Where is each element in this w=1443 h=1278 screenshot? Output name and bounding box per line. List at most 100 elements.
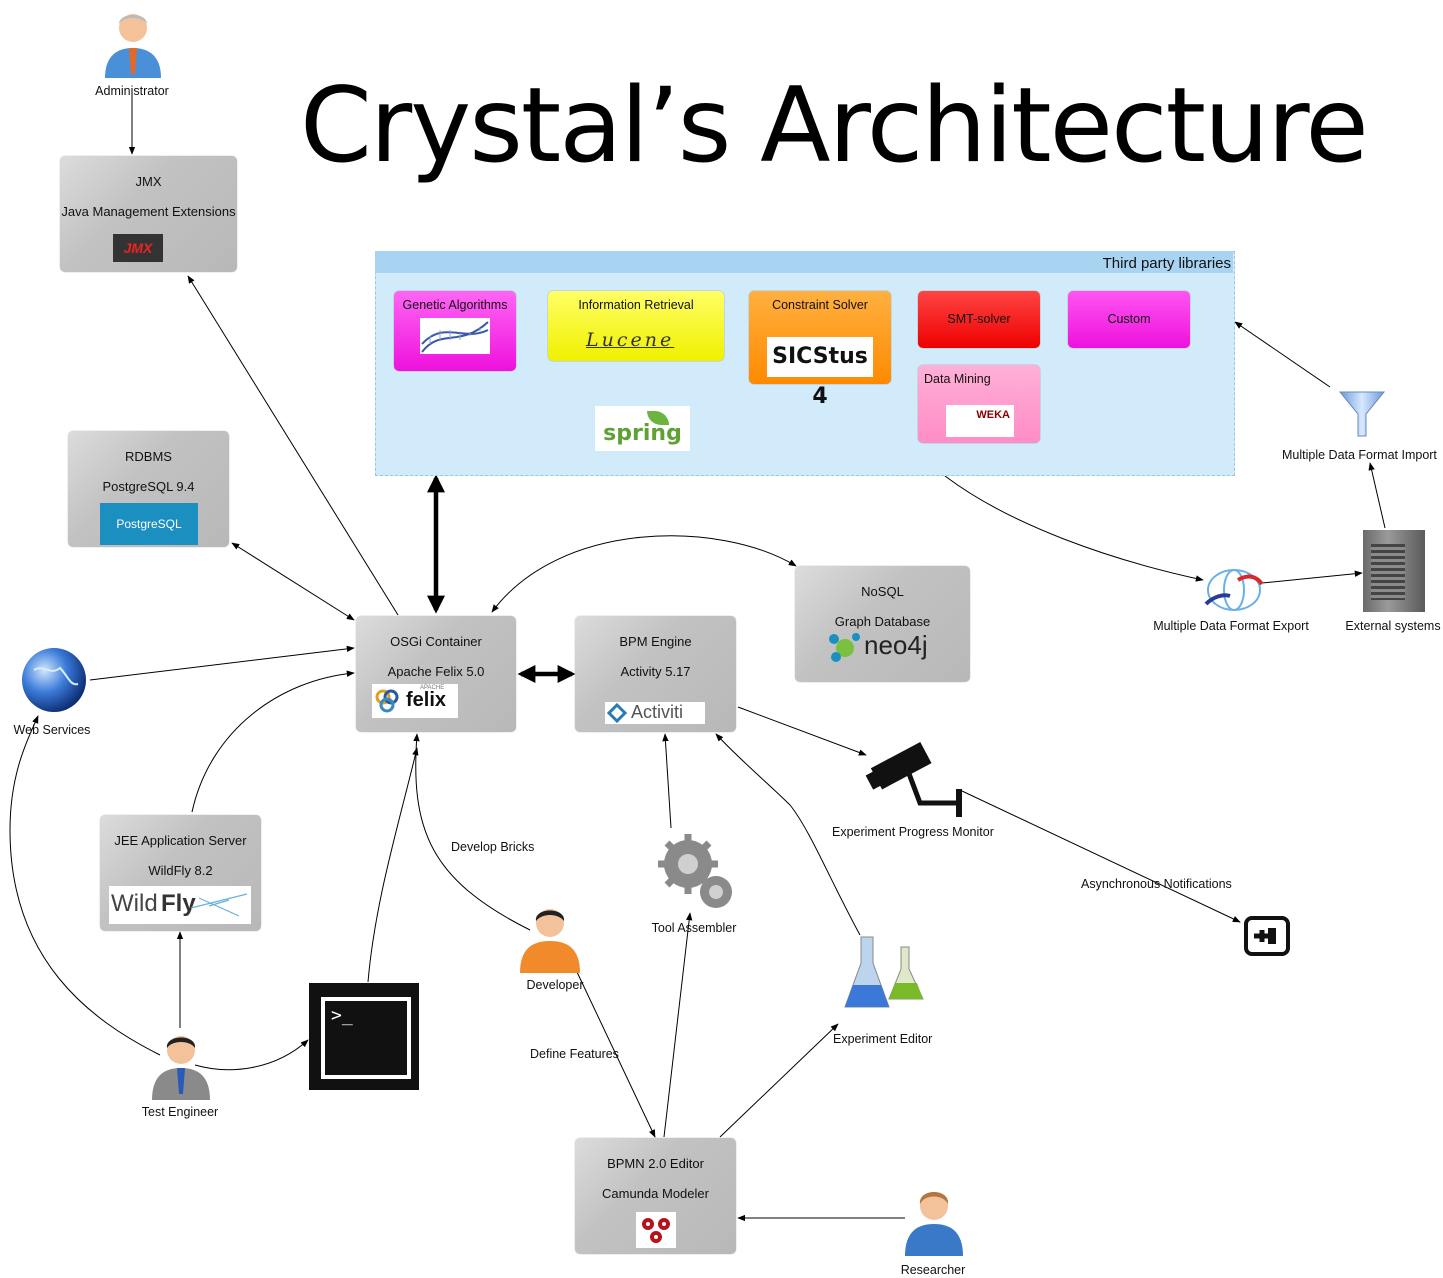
edge-test-web [9,715,161,1056]
felix-icon [375,689,399,713]
edge-osgi-jmx [187,275,399,616]
leaf-icon [647,411,669,425]
researcher-icon [905,1192,963,1256]
bpmn-title: BPMN 2.0 Editor [607,1156,704,1171]
export-globe-icon [1204,569,1264,611]
jee-subtitle: WildFly 8.2 [148,863,213,878]
lib-information-retrieval: Information Retrieval Lucene [548,291,724,361]
neo4j-logo-text: neo4j [864,630,928,660]
wildfly-logo-text-a: Wild [111,890,158,917]
lib-genetic-label: Genetic Algorithms [402,298,508,312]
web-services-label: Web Services [13,723,91,737]
define-features-label: Define Features [530,1047,619,1061]
lib-constraint-solver: Constraint Solver SICStus 4 [749,291,891,409]
page-title: Crystal’s Architecture [300,66,1369,186]
edge-test-terminal [194,1039,309,1071]
jmx-subtitle: Java Management Extensions [61,204,236,219]
bpm-subtitle: Activity 5.17 [620,664,691,679]
postgresql-logo: PostgreSQL [100,503,198,545]
rdbms-box: RDBMS PostgreSQL 9.4 PostgreSQL [68,431,229,547]
edge-developer-osgi [413,733,531,931]
jee-server-box: JEE Application Server WildFly 8.2 Wild … [100,815,261,931]
felix-logo-text: felix [406,689,447,711]
developer-label: Developer [526,978,584,992]
bpmn-subtitle: Camunda Modeler [602,1186,709,1201]
nosql-subtitle: Graph Database [834,614,931,629]
export-label: Multiple Data Format Export [1153,619,1309,633]
bpm-engine-box: BPM Engine Activity 5.17 Activiti [575,616,736,732]
jmx-box: JMX Java Management Extensions JMX [60,156,237,272]
activiti-logo: Activiti [605,702,705,724]
sicstus-logo: SICStus 4 [767,337,873,409]
experiment-monitor-label: Experiment Progress Monitor [832,825,994,839]
develop-bricks-label: Develop Bricks [451,840,535,854]
terminal-icon: >_ [309,983,419,1090]
weka-logo: WEKA [946,405,1014,437]
lib-ir-label: Information Retrieval [578,298,694,312]
osgi-container-box: OSGi Container Apache Felix 5.0 APACHE f… [356,616,516,732]
edge-gear-bpm [662,733,672,829]
neo4j-logo: neo4j [828,630,940,666]
wildfly-logo-text-b: Fly [161,890,196,917]
external-systems-label: External systems [1345,619,1441,633]
wildfly-logo: Wild Fly [109,886,251,924]
administrator-label: Administrator [95,84,169,98]
test-engineer-label: Test Engineer [141,1105,219,1119]
gears-icon [658,834,732,908]
nosql-box: NoSQL Graph Database neo4j [795,566,970,682]
jmx-logo-text: JMX [123,240,153,256]
edge-flask-bpm [715,733,861,936]
edge-terminal-osgi [367,747,419,983]
activiti-icon [607,703,627,723]
filter-funnel-icon [1338,391,1386,437]
lib-genetic-algorithms: Genetic Algorithms [394,291,516,371]
rdbms-title: RDBMS [125,449,172,464]
third-party-title: Third party libraries [1102,255,1231,272]
jmx-logo: JMX [113,234,163,262]
lib-custom: Custom [1068,291,1190,348]
edge-developer-bpmn [576,971,656,1138]
third-party-header [375,251,1233,273]
lib-custom-label: Custom [1107,312,1151,326]
external-server-icon [1363,530,1425,612]
osgi-title: OSGi Container [390,634,482,649]
test-engineer-icon [152,1036,210,1100]
weka-logo-text: WEKA [976,409,1010,421]
spring-logo: spring [595,406,690,451]
edge-bpmn-gear [663,912,693,1138]
felix-logo: APACHE felix [372,684,458,718]
postgresql-logo-text: PostgreSQL [116,517,182,531]
edge-tp-export [944,475,1204,582]
edge-web-osgi [89,645,355,681]
lib-datamining-label: Data Mining [924,372,991,386]
edge-osgi-rdbms [231,542,355,621]
lib-data-mining: Data Mining WEKA [918,365,1040,443]
tool-assembler-label: Tool Assembler [651,921,737,935]
edge-osgi-nosql [491,535,797,613]
edge-bpmn-flask [719,1023,839,1138]
sicstus-logo-text: SICStus 4 [772,344,868,409]
edge-bpm-monitor [737,706,867,756]
neo4j-icon [829,633,860,662]
edge-monitor-notify [961,790,1241,923]
globe-icon [22,648,86,712]
async-notifications-label: Asynchronous Notifications [1081,877,1232,891]
edge-import-tp [1234,321,1331,388]
spring-logo-text: spring [603,421,682,446]
activiti-logo-text: Activiti [631,702,684,722]
bpm-title: BPM Engine [619,634,692,649]
dna-icon [420,318,490,354]
lib-smt-solver: SMT-solver [918,291,1040,348]
edge-jee-osgi [191,670,355,813]
edge-external-import [1368,462,1386,529]
lucene-logo: Lucene [586,329,675,351]
bpmn-editor-box: BPMN 2.0 Editor Camunda Modeler [575,1138,736,1254]
edge-export-external [1261,570,1363,584]
jmx-title: JMX [135,174,162,189]
lib-constraint-label: Constraint Solver [772,298,868,312]
camera-icon [865,741,962,817]
osgi-subtitle: Apache Felix 5.0 [387,664,485,679]
lib-smt-label: SMT-solver [947,312,1011,326]
wildfly-wings-icon [190,893,248,917]
